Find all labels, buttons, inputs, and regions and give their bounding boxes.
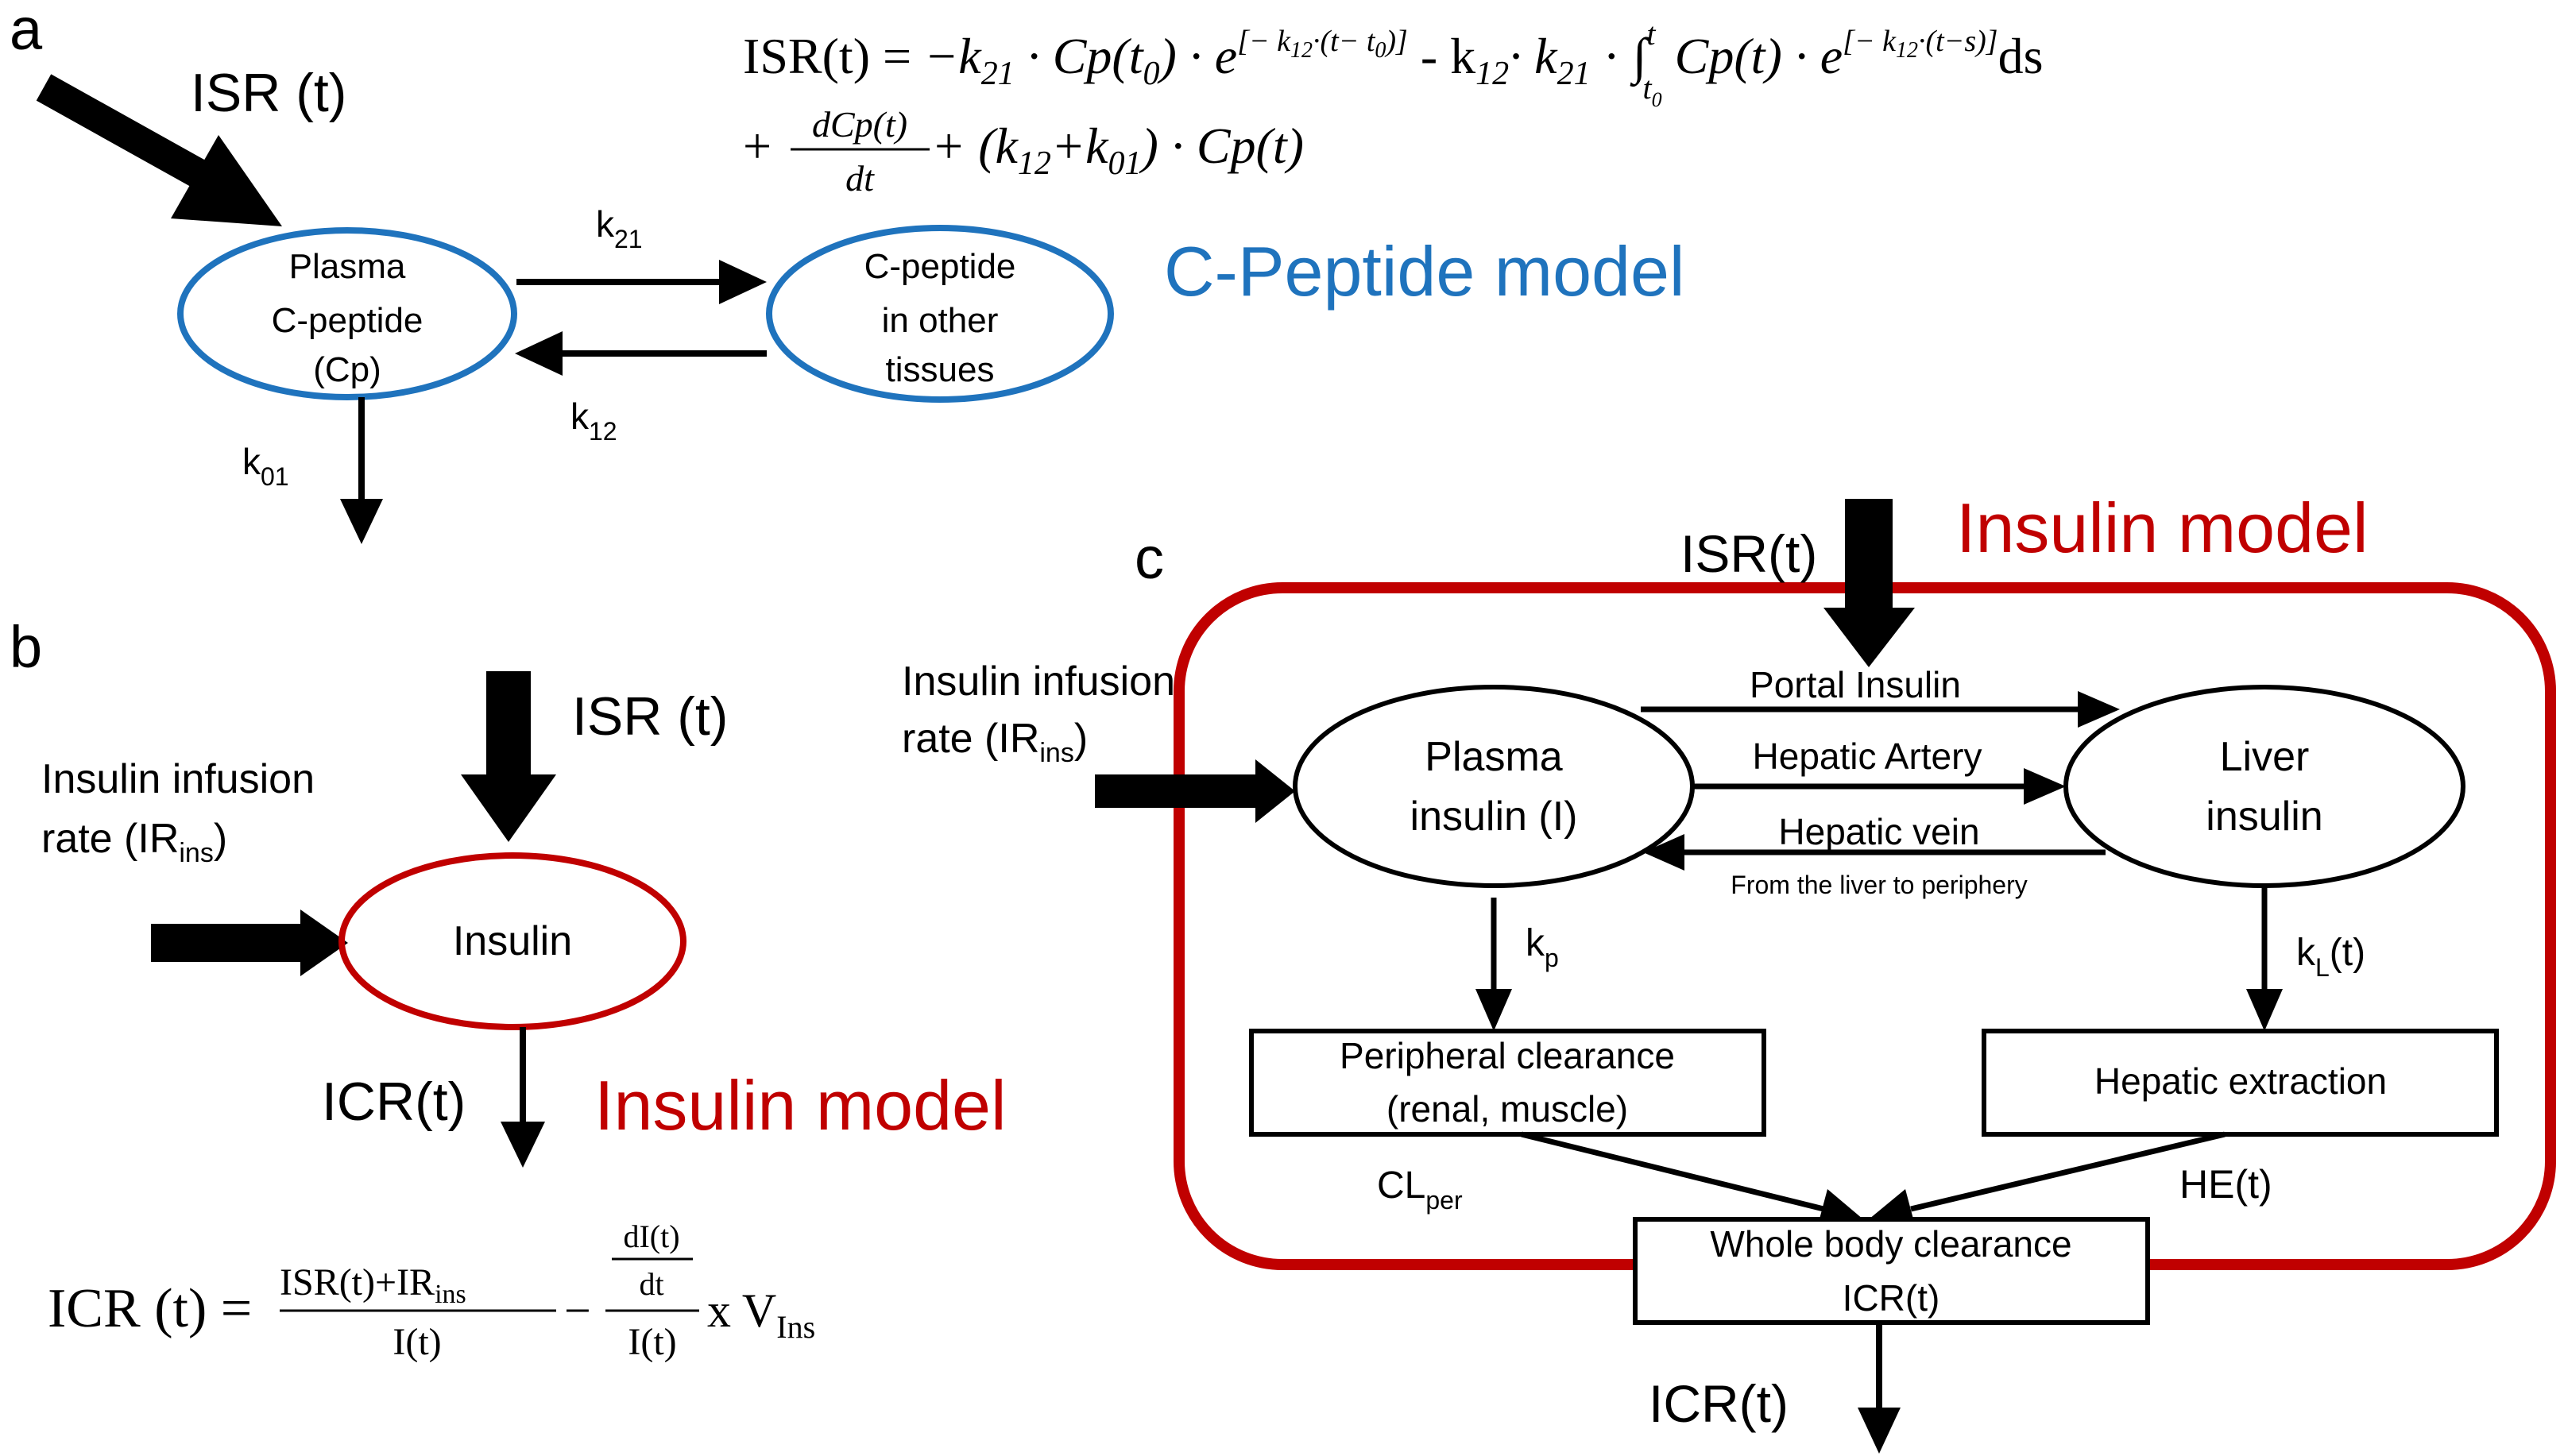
plasma-insulin-line2: insulin (I) xyxy=(1410,794,1578,840)
plasma-insulin-node xyxy=(1293,685,1695,888)
whole-body-line2: ICR(t) xyxy=(1843,1277,1940,1319)
isr-equation-line2: + dCp(t) dt + (k12+k01) · Cp(t) xyxy=(743,104,1304,199)
icr-out-arrow xyxy=(1858,1323,1901,1454)
insulin-node-b xyxy=(338,852,686,1030)
infusion-arrow-c xyxy=(1095,759,1295,823)
icr-eq-den2: I(t) xyxy=(628,1321,676,1363)
hepatic-artery-label: Hepatic Artery xyxy=(1753,736,1982,777)
eq2-frac-num: dCp(t) xyxy=(812,104,907,145)
liver-insulin-line2: insulin xyxy=(2206,794,2322,840)
peripheral-line1: Peripheral clearance xyxy=(1340,1035,1675,1076)
liver-insulin-line1: Liver xyxy=(2220,734,2310,780)
icr-equation: ICR (t) = ISR(t)+IRins I(t) − dI(t) dt I… xyxy=(48,1218,815,1363)
icr-eq-inner-den: dt xyxy=(639,1266,663,1302)
eq2-frac-den: dt xyxy=(845,158,875,199)
infusion-label-c-line2: rate (IRins) xyxy=(902,716,1088,768)
infusion-label-b-line1: Insulin infusion xyxy=(41,756,315,802)
tissue-line3: tissues xyxy=(886,350,995,389)
insulin-model-title-b: Insulin model xyxy=(594,1066,1007,1145)
plasma-insulin-line1: Plasma xyxy=(1425,734,1562,780)
kp-label: kp xyxy=(1526,922,1559,972)
peripheral-clearance-box xyxy=(1249,1029,1766,1137)
liver-insulin-node xyxy=(2063,685,2465,888)
whole-body-line1: Whole body clearance xyxy=(1710,1223,2071,1265)
k12-label: k12 xyxy=(570,396,617,446)
cpeptide-tissues-node xyxy=(766,225,1114,403)
isr-label-a: ISR (t) xyxy=(191,63,346,123)
panel-label-c: c xyxy=(1135,525,1164,591)
icr-out-label: ICR(t) xyxy=(1649,1374,1789,1433)
portal-insulin-arrow xyxy=(1641,691,2120,728)
peripheral-line2: (renal, muscle) xyxy=(1386,1088,1628,1130)
hepatic-vein-label: Hepatic vein xyxy=(1778,811,1979,852)
isr-down-arrow-b xyxy=(461,671,556,842)
he-label: HE(t) xyxy=(2179,1162,2272,1207)
plasma-cpeptide-line2: C-peptide xyxy=(272,301,423,340)
whole-body-clearance-box xyxy=(1633,1217,2150,1325)
panel-label-b: b xyxy=(10,614,42,680)
isr-down-arrow-c xyxy=(1823,499,1915,667)
hepatic-vein-arrow xyxy=(1643,834,2106,871)
portal-insulin-label: Portal Insulin xyxy=(1750,664,1961,705)
icr-eq-den: I(t) xyxy=(393,1321,441,1363)
k12-arrow xyxy=(515,331,767,376)
icr-eq-num: ISR(t)+IRins xyxy=(280,1261,466,1309)
icr-eq-tail: x VIns xyxy=(707,1284,815,1345)
kl-arrow xyxy=(2246,886,2283,1031)
tissue-line1: C-peptide xyxy=(864,247,1016,286)
icr-eq-lhs: ICR (t) = xyxy=(48,1278,252,1339)
insulin-model-title-c: Insulin model xyxy=(1956,489,2369,567)
hepatic-extraction-label: Hepatic extraction xyxy=(2094,1060,2387,1102)
panel-label-a: a xyxy=(10,0,43,62)
k01-arrow xyxy=(340,397,383,544)
hepatic-extraction-box xyxy=(1982,1029,2499,1137)
isr-input-arrow-a xyxy=(36,74,282,226)
cpeptide-model-title: C-Peptide model xyxy=(1164,232,1684,311)
plasma-cpeptide-line3: (Cp) xyxy=(313,350,381,389)
infusion-label-c-line1: Insulin infusion xyxy=(902,658,1175,705)
he-arrow xyxy=(1869,1131,2226,1225)
infusion-label-b-line2: rate (IRins) xyxy=(41,816,227,868)
isr-label-c: ISR(t) xyxy=(1680,524,1817,583)
kl-label: kL(t) xyxy=(2296,932,2365,982)
k21-arrow xyxy=(516,260,767,304)
infusion-arrow-b xyxy=(151,910,348,976)
clper-label: CLper xyxy=(1377,1164,1463,1215)
icr-label-b: ICR(t) xyxy=(322,1072,466,1132)
clper-arrow xyxy=(1521,1131,1863,1225)
hepatic-vein-note: From the liver to periphery xyxy=(1731,871,2027,899)
hepatic-artery-arrow xyxy=(1692,768,2066,805)
k01-label: k01 xyxy=(242,441,289,491)
icr-eq-inner-num: dI(t) xyxy=(623,1218,679,1254)
icr-eq-minus: − xyxy=(564,1284,591,1337)
isr-equation-line1: ISR(t) = −k21 · Cp(t0) · e[− k12·(t− t0)… xyxy=(743,16,2043,111)
insulin-node-label: Insulin xyxy=(453,918,572,964)
eq2-rest: + (k12+k01) · Cp(t) xyxy=(931,118,1304,182)
kp-arrow xyxy=(1475,898,1512,1031)
isr-label-b: ISR (t) xyxy=(572,686,728,747)
icr-arrow-b xyxy=(501,1027,545,1168)
tissue-line2: in other xyxy=(882,301,999,340)
plasma-cpeptide-line1: Plasma xyxy=(289,247,406,286)
eq2-plus: + xyxy=(743,118,772,174)
k21-label: k21 xyxy=(596,203,643,253)
plasma-cpeptide-node xyxy=(177,227,517,400)
